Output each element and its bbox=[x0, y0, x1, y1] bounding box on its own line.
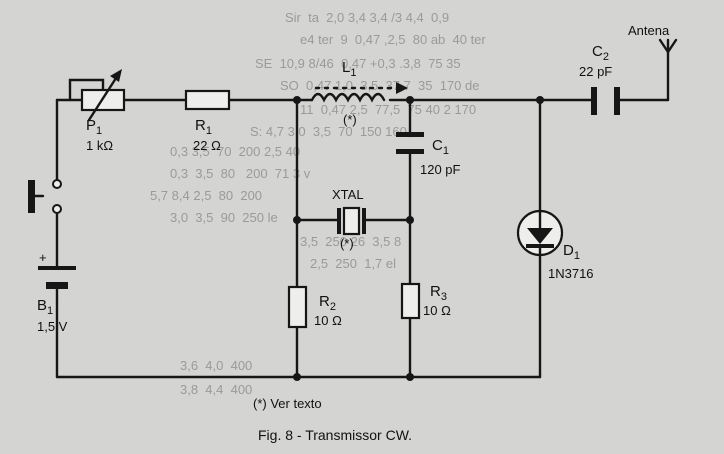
c1-value: 120 pF bbox=[420, 162, 461, 177]
r1-sub: 1 bbox=[206, 125, 212, 137]
c2-plate-right bbox=[614, 87, 620, 115]
background-text-line: 3,0 3,5 90 250 le bbox=[170, 210, 278, 225]
capacitor-c2: C2 22 pF bbox=[579, 43, 620, 115]
battery-polarity: + bbox=[39, 250, 47, 265]
r1-body bbox=[184, 89, 231, 111]
svg-text:D1: D1 bbox=[563, 242, 580, 262]
junctions bbox=[293, 96, 544, 381]
xtal-note: (*) bbox=[340, 236, 354, 251]
xtal-plate-left bbox=[337, 208, 341, 234]
r2-sub: 2 bbox=[330, 301, 336, 313]
r2-ref: R bbox=[319, 293, 330, 310]
r2-value: 10 Ω bbox=[314, 313, 342, 328]
potentiometer-p1: P1 1 kΩ bbox=[80, 69, 126, 153]
c1-sub: 1 bbox=[443, 145, 449, 157]
svg-text:R2: R2 bbox=[319, 293, 336, 313]
p1-adjust-arrow bbox=[87, 73, 120, 122]
footnote: (*) Ver texto bbox=[253, 396, 322, 411]
background-text-line: 0,3 3,5 80 200 71 3 v bbox=[170, 166, 311, 181]
r1-ref: R bbox=[195, 117, 206, 134]
svg-text:L1: L1 bbox=[342, 59, 356, 79]
wire-p1-wiper bbox=[68, 78, 105, 102]
r1-value: 22 Ω bbox=[193, 138, 221, 153]
l1-coil bbox=[310, 92, 386, 103]
c2-ref: C bbox=[592, 43, 603, 60]
svg-text:B1: B1 bbox=[37, 297, 53, 317]
svg-text:C1: C1 bbox=[432, 137, 449, 157]
d1-ref: D bbox=[563, 242, 574, 259]
inductor-l1: L1 (*) bbox=[310, 59, 408, 127]
c2-plate-left bbox=[591, 87, 597, 115]
c2-value: 22 pF bbox=[579, 64, 612, 79]
background-text-line: 5,7 8,4 2,5 80 200 bbox=[150, 188, 263, 203]
battery-plate-short bbox=[46, 282, 68, 289]
d1-bar bbox=[526, 244, 554, 248]
antenna-label: Antena bbox=[628, 23, 670, 38]
c2-sub: 2 bbox=[603, 51, 609, 63]
r3-value: 10 Ω bbox=[423, 303, 451, 318]
r3-sub: 3 bbox=[441, 291, 447, 303]
key-contact-bottom bbox=[52, 204, 62, 214]
b1-ref: B bbox=[37, 297, 47, 314]
p1-sub: 1 bbox=[96, 125, 102, 137]
junction-dot bbox=[293, 96, 301, 104]
l1-arrowhead bbox=[396, 82, 408, 94]
p1-arrowhead bbox=[110, 69, 122, 82]
figure-caption: Fig. 8 - Transmissor CW. bbox=[258, 427, 412, 443]
junction-dot bbox=[406, 216, 414, 224]
c1-ref: C bbox=[432, 137, 443, 154]
svg-text:P1: P1 bbox=[86, 117, 102, 137]
key-bar bbox=[28, 180, 35, 213]
crystal-xtal: XTAL (*) bbox=[332, 187, 366, 251]
r2-body bbox=[287, 285, 308, 329]
svg-text:R3: R3 bbox=[430, 283, 447, 303]
battery-b1: + B1 1,5 V bbox=[37, 250, 76, 334]
capacitor-c1: C1 120 pF bbox=[396, 132, 461, 177]
c1-plate-bottom bbox=[396, 149, 424, 154]
background-text-line: Sir ta 2,0 3,4 3,4 /3 4,4 0,9 bbox=[285, 10, 450, 25]
background-text-line: 2,5 250 1,7 el bbox=[310, 256, 397, 271]
svg-text:C2: C2 bbox=[592, 43, 609, 63]
background-text-line: 3,6 4,0 400 bbox=[180, 358, 253, 373]
junction-dot bbox=[293, 373, 301, 381]
p1-value: 1 kΩ bbox=[86, 138, 113, 153]
d1-sub: 1 bbox=[574, 250, 580, 262]
battery-plate-long bbox=[38, 266, 76, 270]
background-text-line: e4 ter 9 0,47 ,2,5 80 ab 40 ter bbox=[300, 32, 486, 47]
antenna-arm-right bbox=[666, 38, 678, 54]
diode-d1: D1 1N3716 bbox=[516, 209, 594, 281]
r3-body bbox=[400, 282, 421, 320]
p1-ref: P bbox=[86, 117, 96, 134]
l1-note: (*) bbox=[343, 112, 357, 127]
key-contact-top bbox=[52, 179, 62, 189]
d1-triangle bbox=[527, 228, 553, 244]
background-text-line: SE 10,9 8/46 0,47 +0,3 .3,8 75 35 bbox=[255, 56, 461, 71]
junction-dot bbox=[406, 373, 414, 381]
resistor-r1: R1 22 Ω bbox=[184, 89, 231, 153]
b1-value: 1,5 V bbox=[37, 319, 68, 334]
xtal-plate-right bbox=[362, 208, 366, 234]
svg-text:R1: R1 bbox=[195, 117, 212, 137]
background-text-line: 11 0,47 2,5 77,5 75 40 2 170 bbox=[300, 102, 477, 117]
xtal-body bbox=[342, 206, 361, 236]
l1-sub: 1 bbox=[350, 67, 356, 79]
junction-dot bbox=[293, 216, 301, 224]
l1-ref: L bbox=[342, 59, 350, 76]
r3-ref: R bbox=[430, 283, 441, 300]
telegraph-key-switch bbox=[28, 179, 62, 214]
background-text-line: 3,5 250 26 3,5 8 bbox=[300, 234, 402, 249]
background-text-line: 3,8 4,4 400 bbox=[180, 382, 253, 397]
resistor-r3: R3 10 Ω bbox=[400, 282, 451, 320]
antenna: Antena bbox=[628, 23, 678, 54]
resistor-r2: R2 10 Ω bbox=[287, 285, 342, 329]
c1-plate-top bbox=[396, 132, 424, 137]
junction-dot bbox=[406, 96, 414, 104]
antenna-arm-left bbox=[658, 38, 670, 54]
d1-value: 1N3716 bbox=[548, 266, 594, 281]
b1-sub: 1 bbox=[47, 305, 53, 317]
junction-dot bbox=[536, 96, 544, 104]
xtal-ref: XTAL bbox=[332, 187, 364, 202]
